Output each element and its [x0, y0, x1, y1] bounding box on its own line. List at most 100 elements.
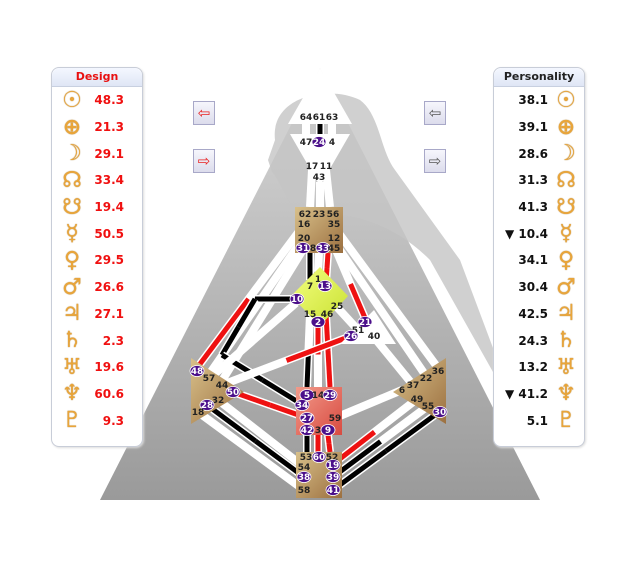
channel-design-segment	[285, 333, 352, 363]
design-next-button[interactable]: ⇨	[193, 149, 215, 173]
head-silhouette	[268, 93, 520, 420]
design-row-sun: ☉48.3	[52, 87, 142, 114]
venus-icon: ♀	[63, 247, 81, 273]
active-gate-marker	[311, 136, 327, 148]
design-value: 48.3	[94, 93, 124, 108]
active-gate-marker	[322, 389, 338, 401]
moon-icon: ☽	[556, 141, 576, 167]
g-center	[291, 267, 348, 326]
personality-next-button[interactable]: ⇨	[424, 149, 446, 173]
gate-55: 55	[422, 402, 435, 412]
design-row-pluto: ♇9.3	[52, 407, 142, 434]
channel-design-segment	[324, 252, 331, 269]
gate-39: 39	[327, 473, 340, 483]
south-node-icon: ☋	[556, 194, 576, 220]
active-gate-marker	[310, 316, 326, 328]
mars-icon: ♂	[556, 274, 576, 300]
gate-60: 60	[313, 453, 326, 463]
active-gate-marker	[317, 280, 333, 292]
gate-61: 61	[313, 113, 326, 123]
design-panel: Design ☉48.3⊕21.3☽29.1☊33.4☋19.4☿50.5♀29…	[51, 67, 143, 447]
design-value: 2.3	[102, 333, 124, 348]
channel-design-segment	[194, 297, 251, 370]
gate-50: 50	[227, 388, 240, 398]
gate-12: 12	[328, 234, 341, 244]
pluto-icon: ♇	[556, 408, 576, 434]
active-gate-marker	[315, 242, 331, 254]
active-gate-marker	[325, 471, 341, 483]
active-gate-marker	[295, 242, 311, 254]
gate-18: 18	[192, 408, 205, 418]
gate-52: 52	[326, 453, 339, 463]
active-gate-marker	[325, 459, 341, 471]
sun-icon: ☉	[556, 87, 576, 113]
gate-34: 34	[296, 401, 309, 411]
mercury-icon: ☿	[65, 221, 79, 247]
design-row-venus: ♀ 29.5	[52, 247, 142, 274]
channel-personality-segment	[254, 438, 306, 480]
channel-design-segment	[325, 434, 332, 444]
gate-11: 11	[320, 162, 333, 172]
active-gate-marker	[225, 386, 241, 398]
design-row-mars: ♂ 26.6	[52, 274, 142, 301]
gate-25: 25	[331, 302, 344, 312]
channel-personality-segment	[205, 402, 257, 444]
channel-design-segment	[325, 350, 333, 388]
gate-21: 21	[359, 318, 372, 328]
gate-46: 46	[321, 310, 334, 320]
gate-49: 49	[411, 395, 424, 405]
gate-24: 24	[313, 138, 326, 148]
personality-value: 39.1	[518, 120, 548, 135]
gate-62: 62	[299, 210, 312, 220]
personality-value: 30.4	[518, 280, 548, 295]
active-gate-marker	[299, 412, 315, 424]
channel	[329, 237, 430, 379]
personality-row-mars: 30.4 ♂	[494, 274, 584, 301]
gate-64: 64	[300, 113, 313, 123]
saturn-icon: ♄	[556, 328, 576, 354]
gate-28: 28	[201, 401, 214, 411]
uranus-icon: ♅	[556, 354, 576, 380]
active-gate-marker	[299, 424, 315, 436]
gate-63: 63	[326, 113, 339, 123]
active-gate-marker	[311, 451, 327, 463]
gate-26: 26	[345, 332, 358, 342]
personality-value: 42.5	[518, 306, 548, 321]
personality-value: 34.1	[518, 253, 548, 268]
saturn-icon: ♄	[62, 328, 82, 354]
gate-37: 37	[407, 381, 420, 391]
gate-38: 38	[298, 473, 311, 483]
personality-value: ▼ 10.4	[504, 226, 548, 241]
personality-value: 38.1	[518, 93, 548, 108]
personality-row-venus: 34.1♀	[494, 247, 584, 274]
personality-row-south-node: 41.3☋	[494, 194, 584, 221]
mars-icon: ♂	[62, 274, 82, 300]
gate-15: 15	[304, 310, 317, 320]
personality-row-sun: 38.1 ☉	[494, 87, 584, 114]
south-node-icon: ☋	[62, 194, 82, 220]
active-gate-marker	[320, 424, 336, 436]
design-prev-button[interactable]: ⇦	[193, 101, 215, 125]
gate-40: 40	[368, 332, 381, 342]
active-gate-marker	[294, 399, 310, 411]
gate-48: 48	[191, 367, 204, 377]
north-node-icon: ☊	[556, 167, 576, 193]
design-value: 26.6	[94, 280, 124, 295]
gate-33: 33	[317, 244, 330, 254]
design-value: 9.3	[102, 413, 124, 428]
jupiter-icon: ♃	[556, 301, 576, 327]
gate-43: 43	[313, 173, 326, 183]
personality-row-mercury: ▼ 10.4☿	[494, 220, 584, 247]
channel	[369, 333, 417, 388]
channel-personality-segment	[384, 409, 441, 454]
channel-design-segment	[326, 443, 333, 453]
head-center	[288, 68, 352, 124]
active-gate-marker	[296, 471, 312, 483]
gate-31: 31	[297, 244, 310, 254]
personality-prev-button[interactable]: ⇦	[424, 101, 446, 125]
design-value: 29.5	[94, 253, 124, 268]
design-row-mercury: ☿50.5	[52, 220, 142, 247]
channel	[331, 225, 442, 371]
active-gate-marker	[189, 365, 205, 377]
